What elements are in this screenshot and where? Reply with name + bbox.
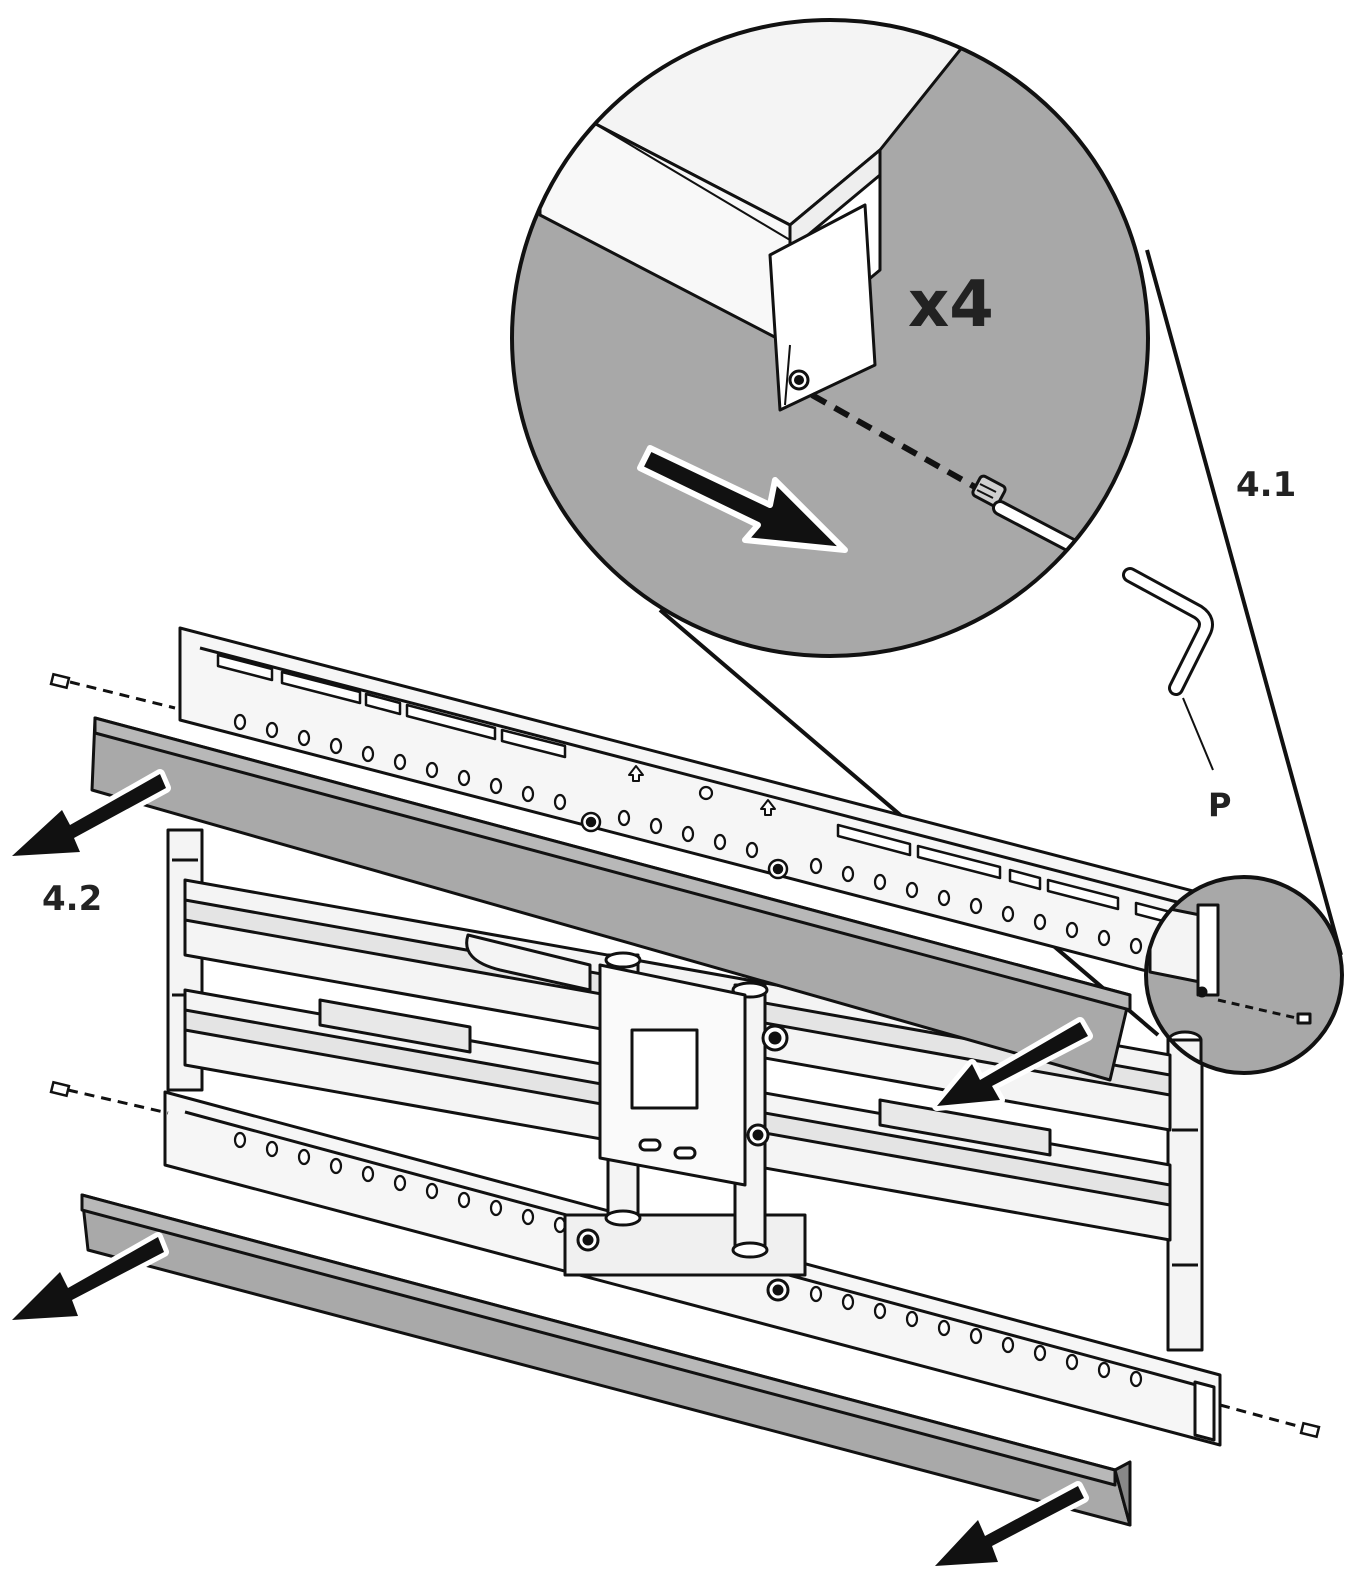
allen-key-handle [1122, 567, 1214, 696]
tool-leader-line [1182, 697, 1214, 771]
quantity-label: x4 [908, 268, 994, 342]
up-arrow-markings [628, 765, 776, 816]
top-cover-strip [90, 716, 1132, 1082]
arrow-icon [637, 445, 848, 553]
arrow-icon [12, 774, 1088, 1566]
center-arm-assembly [465, 933, 807, 1302]
top-mounting-plate [178, 626, 1222, 992]
right-posts [1166, 1028, 1204, 1352]
screw-icon [971, 474, 1007, 508]
step-label-4-2: 4.2 [42, 879, 102, 919]
plate-bolts [580, 811, 789, 880]
screw-icon [49, 672, 1321, 1439]
tool-label-p: P [1208, 786, 1231, 824]
magnifier-circle-icon [1144, 875, 1344, 1075]
step-label-4-1: 4.1 [1236, 465, 1296, 505]
wall-bracket [163, 626, 1222, 1447]
bottom-cover-strip [80, 1193, 1132, 1527]
detail-circle [510, 18, 1214, 696]
